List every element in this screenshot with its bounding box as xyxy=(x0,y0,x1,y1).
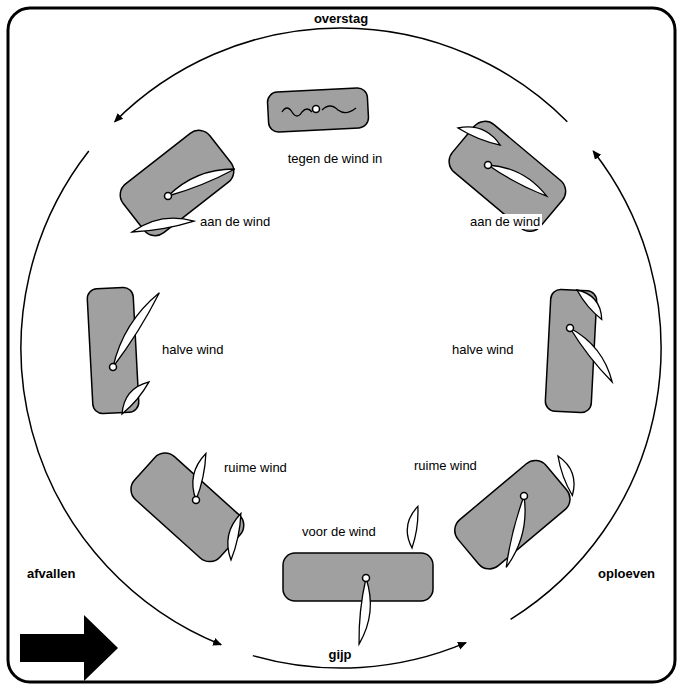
sails xyxy=(107,121,619,645)
maneuver-label: oploeven xyxy=(596,566,657,581)
masts xyxy=(110,106,574,582)
maneuver-arc xyxy=(253,643,466,668)
point-of-sail-label: voor de wind xyxy=(300,524,378,539)
point-of-sail-label: aan de wind xyxy=(198,214,272,229)
frame xyxy=(8,8,675,682)
maneuver-label: afvallen xyxy=(25,566,77,581)
maneuver-arcs xyxy=(21,28,661,668)
boats xyxy=(87,87,597,601)
point-of-sail-label: ruime wind xyxy=(222,460,289,475)
wind-arrow xyxy=(20,615,118,681)
point-of-sail-label: ruime wind xyxy=(412,458,479,473)
point-of-sail-label: tegen de wind in xyxy=(286,151,385,166)
maneuver-arc xyxy=(21,151,221,645)
point-of-sail-label: aan de wind xyxy=(468,214,542,229)
point-of-sail-label: halve wind xyxy=(450,342,515,357)
maneuver-label: overstag xyxy=(312,11,370,26)
point-of-sail-label: halve wind xyxy=(160,342,225,357)
maneuver-label: gijp xyxy=(326,647,353,662)
